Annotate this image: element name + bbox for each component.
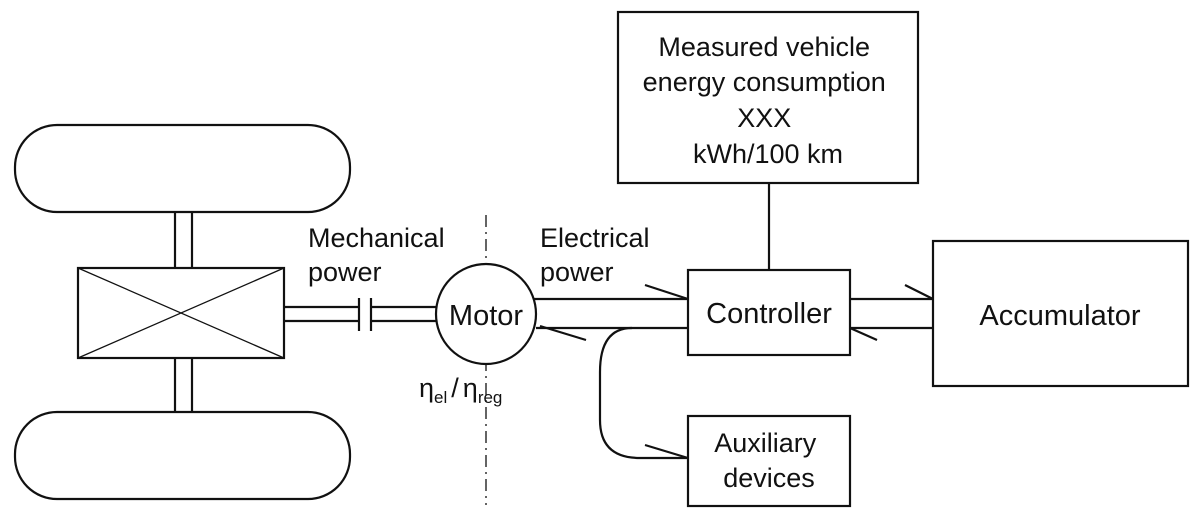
mechanical-power-label: Mechanical power [308, 223, 452, 287]
shaft-coupling [357, 298, 373, 331]
measurement-text: Measured vehicle energy consumption XXX … [643, 32, 894, 169]
electrical-power-arrows [539, 283, 689, 342]
electrical-bus-controller-accumulator [850, 297, 933, 330]
differential-box [76, 266, 286, 360]
upper-axle-shaft [173, 212, 194, 268]
accumulator-label: Accumulator [979, 300, 1141, 332]
accumulator-box [931, 239, 1190, 388]
electrical-bus-motor-controller [534, 297, 688, 330]
auxiliary-arrow [644, 443, 689, 460]
motor-label: Motor [449, 300, 523, 332]
measurement-box [616, 10, 920, 185]
controller-box [686, 268, 852, 357]
efficiency-label: ηel/ηreg [419, 373, 502, 407]
bottom-wheel [13, 410, 352, 501]
accumulator-arrows [849, 284, 934, 342]
drive-shaft [284, 305, 436, 323]
lower-axle-shaft [173, 358, 194, 412]
auxiliary-devices-box [686, 414, 852, 508]
electrical-power-label: Electrical power [540, 223, 657, 287]
auxiliary-branch-line [598, 326, 688, 460]
top-wheel [13, 123, 352, 214]
controller-label: Controller [706, 298, 832, 330]
motor-circle [434, 262, 538, 366]
auxiliary-devices-label: Auxiliary devices [714, 428, 824, 493]
